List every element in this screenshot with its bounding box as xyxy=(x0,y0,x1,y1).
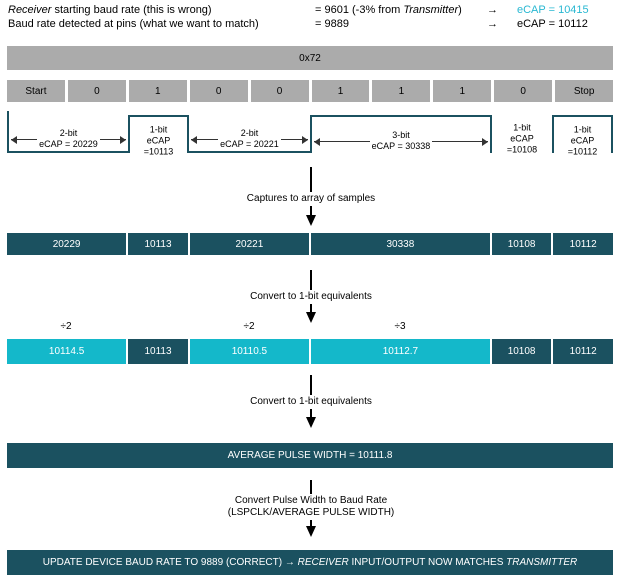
uart-frame-bits-bar: Start 0 1 0 0 1 1 1 0 Stop xyxy=(7,80,614,102)
bit-cell: 0 xyxy=(250,80,309,102)
converted-cell: 10112 xyxy=(553,339,613,364)
bit-cell: 0 xyxy=(67,80,126,102)
converted-cell: 10112.7 xyxy=(311,339,490,364)
arrowhead-right-icon xyxy=(482,138,488,146)
segment-ecap: eCAP = 20229 xyxy=(39,139,98,149)
segment-ecap: eCAP =10112 xyxy=(567,135,598,157)
samples-array-bar: 20229 10113 20221 30338 10108 10112 xyxy=(7,233,613,255)
bit-cell: 0 xyxy=(494,80,553,102)
arrow-stem xyxy=(310,480,312,494)
flow-arrow-convert-1: Convert to 1-bit equivalents xyxy=(151,270,471,323)
segment-duration: 3-bit xyxy=(392,130,410,140)
bit-cell: 1 xyxy=(311,80,370,102)
flow-step-label: Convert to 1-bit equivalents xyxy=(250,291,372,302)
average-pulse-width-value: AVERAGE PULSE WIDTH = 10111.8 xyxy=(7,443,613,468)
header-row-detected: Baud rate detected at pins (what we want… xyxy=(8,17,614,31)
down-arrowhead-icon xyxy=(306,526,316,537)
arrow-stem xyxy=(310,409,312,417)
right-arrow-glyph: → xyxy=(487,18,498,30)
bit-cell: 1 xyxy=(433,80,492,102)
down-arrowhead-icon xyxy=(306,312,316,323)
segment-duration: 2-bit xyxy=(240,128,259,138)
arrowhead-right-icon xyxy=(302,136,308,144)
segment-duration: 1-bit xyxy=(149,124,168,135)
arrow-stem xyxy=(310,304,312,312)
right-arrow-glyph: → xyxy=(487,4,498,16)
converted-cell: 10113 xyxy=(128,339,188,364)
flow-step-label: Convert to 1-bit equivalents xyxy=(250,396,372,407)
sample-cell: 20221 xyxy=(189,233,309,255)
receiver-value: = 9601 (-3% from Transmitter) xyxy=(315,4,462,16)
update-baud-rate-bar: UPDATE DEVICE BAUD RATE TO 9889 (CORRECT… xyxy=(7,550,613,575)
one-bit-equivalents-bar: 10114.5 10113 10110.5 10112.7 10108 1011… xyxy=(7,339,613,364)
arrowhead-right-icon xyxy=(120,136,126,144)
sample-cell: 30338 xyxy=(311,233,490,255)
divide-by-label: ÷2 xyxy=(243,321,255,332)
segment-duration: 2-bit xyxy=(59,128,78,138)
flow-arrow-baud-rate: Convert Pulse Width to Baud Rate(LSPCLK/… xyxy=(151,480,471,537)
detected-label: Baud rate detected at pins (what we want… xyxy=(8,18,259,30)
average-pulse-width-bar: AVERAGE PULSE WIDTH = 10111.8 xyxy=(7,443,613,468)
segment-ecap: eCAP =10108 xyxy=(506,133,538,155)
segment-ecap: eCAP =10113 xyxy=(143,135,174,157)
sample-cell: 10113 xyxy=(128,233,188,255)
byte-value-bar: 0x72 xyxy=(7,46,613,70)
sample-cell: 20229 xyxy=(7,233,127,255)
bit-cell: 1 xyxy=(372,80,431,102)
down-arrowhead-icon xyxy=(306,215,316,226)
sample-cell: 10108 xyxy=(491,233,552,255)
segment-ecap: eCAP = 30338 xyxy=(371,141,431,151)
segment-duration: 1-bit xyxy=(573,124,592,135)
divide-by-label: ÷3 xyxy=(394,321,406,332)
receiver-ecap-value: eCAP = 10415 xyxy=(517,4,589,16)
converted-cell: 10108 xyxy=(491,339,552,364)
divide-by-label: ÷2 xyxy=(60,321,72,332)
receiver-label: Receiver starting baud rate (this is wro… xyxy=(8,4,212,16)
segment-duration: 1-bit xyxy=(513,122,531,133)
arrowhead-left-icon xyxy=(191,136,197,144)
bit-cell: 0 xyxy=(189,80,248,102)
arrow-stem xyxy=(310,167,312,192)
arrow-stem xyxy=(310,520,312,526)
bit-cell: Stop xyxy=(555,80,614,102)
arrow-stem xyxy=(310,206,312,215)
detected-value: = 9889 xyxy=(315,18,349,30)
bit-cell: 1 xyxy=(128,80,187,102)
update-baud-rate-message: UPDATE DEVICE BAUD RATE TO 9889 (CORRECT… xyxy=(7,550,613,575)
arrowhead-left-icon xyxy=(11,136,17,144)
arrow-stem xyxy=(310,270,312,290)
sample-cell: 10112 xyxy=(553,233,613,255)
down-arrowhead-icon xyxy=(306,417,316,428)
flow-step-label: Captures to array of samples xyxy=(246,193,376,204)
flow-step-label: Convert Pulse Width to Baud Rate(LSPCLK/… xyxy=(227,495,395,518)
arrow-stem xyxy=(310,375,312,395)
byte-value: 0x72 xyxy=(7,46,613,70)
converted-cell: 10114.5 xyxy=(7,339,127,364)
bit-cell: Start xyxy=(7,80,65,102)
detected-ecap-value: eCAP = 10112 xyxy=(517,18,588,30)
flow-arrow-convert-2: Convert to 1-bit equivalents xyxy=(151,375,471,428)
converted-cell: 10110.5 xyxy=(189,339,309,364)
segment-ecap: eCAP = 20221 xyxy=(220,139,279,149)
arrowhead-left-icon xyxy=(314,138,320,146)
flow-arrow-captures: Captures to array of samples xyxy=(151,167,471,226)
header-row-receiver: Receiver starting baud rate (this is wro… xyxy=(8,3,614,17)
